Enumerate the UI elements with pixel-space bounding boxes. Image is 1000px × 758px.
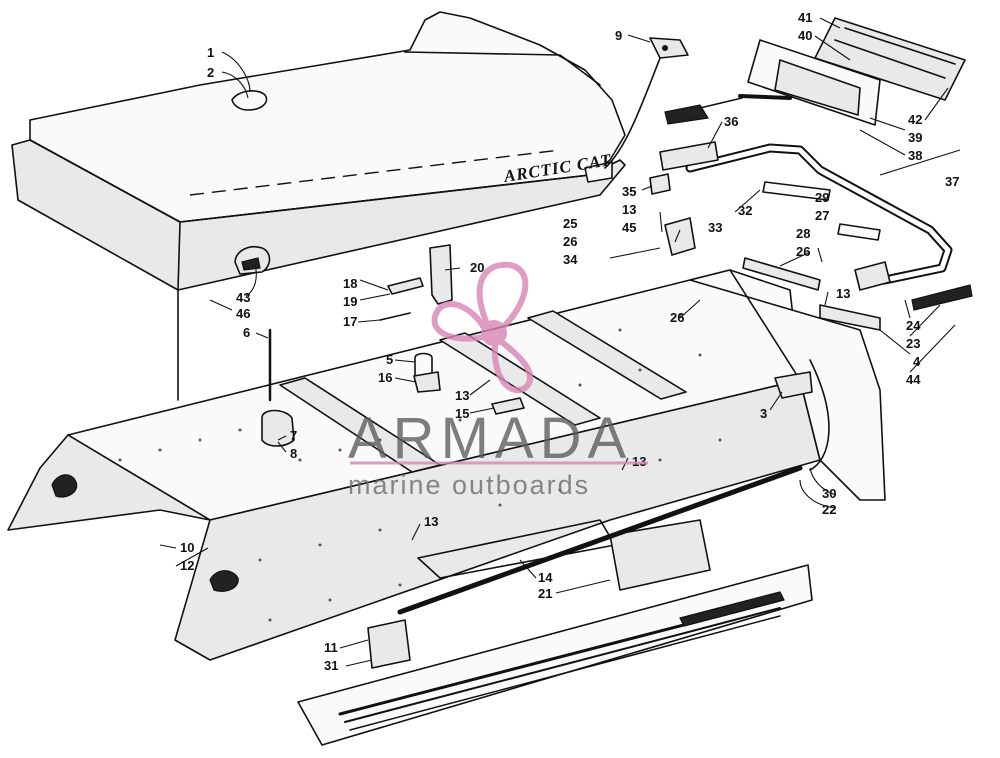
callout-13-mid: 13 — [455, 388, 469, 403]
callout-25: 25 — [563, 216, 577, 231]
callout-3: 3 — [760, 406, 767, 421]
callout-21: 21 — [538, 586, 552, 601]
callout-20: 20 — [470, 260, 484, 275]
callout-39: 39 — [908, 130, 922, 145]
callout-6: 6 — [243, 325, 250, 340]
leader-lines — [159, 17, 961, 667]
callout-27: 27 — [815, 208, 829, 223]
callout-18: 18 — [343, 276, 357, 291]
callout-32: 32 — [738, 203, 752, 218]
callout-13-bottom: 13 — [424, 514, 438, 529]
callout-28: 28 — [796, 226, 810, 241]
callout-17: 17 — [343, 314, 357, 329]
callout-33: 33 — [708, 220, 722, 235]
callout-44: 44 — [906, 372, 921, 387]
callout-38: 38 — [908, 148, 922, 163]
callout-46: 46 — [236, 306, 250, 321]
callout-45: 45 — [622, 220, 636, 235]
callout-24: 24 — [906, 318, 921, 333]
callout-31: 31 — [324, 658, 338, 673]
callout-13-right: 13 — [836, 286, 850, 301]
callout-15: 15 — [455, 406, 469, 421]
watermark-title: ARMADA — [348, 406, 632, 471]
tail-light-assembly — [604, 17, 966, 171]
callout-23: 23 — [906, 336, 920, 351]
rear-bumper — [685, 143, 953, 291]
callout-labels: 1 2 9 41 40 42 39 38 37 36 35 13 32 25 2… — [180, 10, 959, 673]
side-decal — [297, 564, 813, 746]
callout-34: 34 — [563, 252, 578, 267]
callout-8: 8 — [290, 446, 297, 461]
callout-40: 40 — [798, 28, 812, 43]
callout-4: 4 — [913, 354, 921, 369]
callout-7: 7 — [290, 428, 297, 443]
callout-37: 37 — [945, 174, 959, 189]
callout-19: 19 — [343, 294, 357, 309]
callout-16: 16 — [378, 370, 392, 385]
callout-11: 11 — [324, 640, 338, 655]
callout-26-upper: 26 — [563, 234, 577, 249]
callout-41: 41 — [798, 10, 812, 25]
callout-22: 22 — [822, 502, 836, 517]
callout-1: 1 — [207, 45, 214, 60]
propeller-logo-icon — [431, 261, 534, 393]
callout-5: 5 — [386, 352, 393, 367]
callout-26-mid: 26 — [670, 310, 684, 325]
callout-36: 36 — [724, 114, 738, 129]
watermark: ARMADA marine outboards — [348, 261, 648, 500]
callout-9: 9 — [615, 28, 622, 43]
callout-35: 35 — [622, 184, 636, 199]
callout-42: 42 — [908, 112, 922, 127]
callout-13-upper: 13 — [622, 202, 636, 217]
callout-30: 30 — [822, 486, 836, 501]
watermark-subtitle: marine outboards — [348, 470, 590, 500]
seat-cushion: ARCTIC CAT — [11, 11, 626, 291]
callout-43: 43 — [236, 290, 250, 305]
callout-29: 29 — [815, 190, 829, 205]
callout-26-right: 26 — [796, 244, 810, 259]
callout-14: 14 — [538, 570, 553, 585]
callout-10: 10 — [180, 540, 194, 555]
callout-12: 12 — [180, 558, 194, 573]
callout-2: 2 — [207, 65, 214, 80]
tunnel-body — [7, 269, 886, 661]
hardware — [261, 173, 973, 669]
